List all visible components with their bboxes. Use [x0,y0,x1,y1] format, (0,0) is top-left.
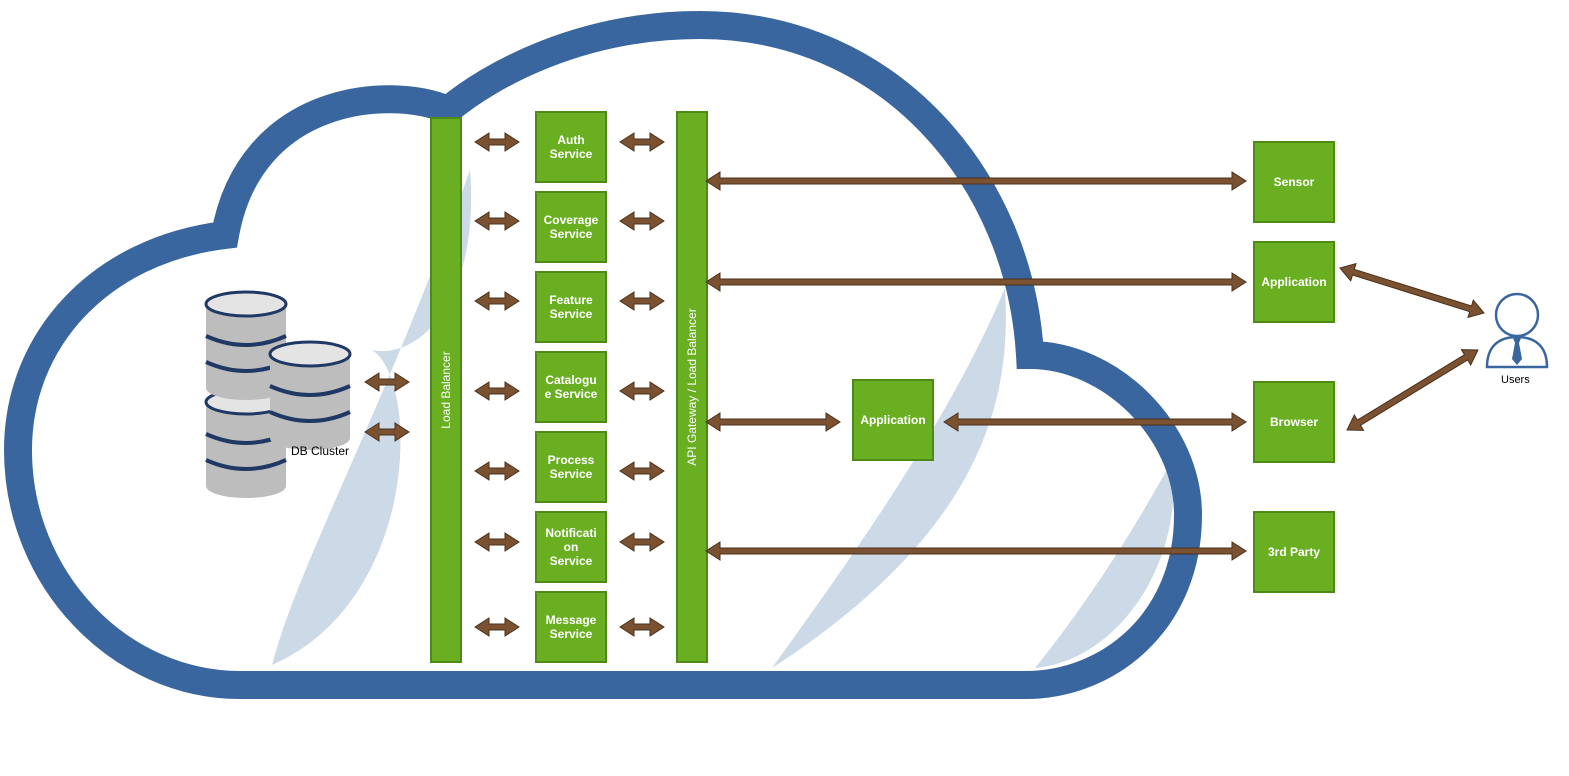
database-cylinder [268,340,352,450]
auth-service[interactable]: Auth Service [535,111,607,183]
third-party-client[interactable]: 3rd Party [1253,511,1335,593]
application-client[interactable]: Application [1253,241,1335,323]
user-icon [1485,292,1549,369]
message-service[interactable]: Message Service [535,591,607,663]
api-gateway[interactable]: API Gateway / Load Balancer [676,111,708,663]
coverage-service[interactable]: Coverage Service [535,191,607,263]
load-balancer[interactable]: Load Balancer [430,117,462,663]
middle-application[interactable]: Application [852,379,934,461]
cloud-shading [272,170,1174,668]
catalogue-service[interactable]: Catalogu e Service [535,351,607,423]
load-balancer-label: Load Balancer [439,351,453,429]
sensor-client[interactable]: Sensor [1253,141,1335,223]
process-service[interactable]: Process Service [535,431,607,503]
users-label: Users [1501,374,1530,386]
api-gateway-label: API Gateway / Load Balancer [685,308,699,466]
database-icon [204,290,352,498]
db-cluster-label: DB Cluster [291,444,350,458]
browser-client[interactable]: Browser [1253,381,1335,463]
feature-service[interactable]: Feature Service [535,271,607,343]
cloud-outline [3,10,1203,699]
notification-service[interactable]: Notificati on Service [535,511,607,583]
